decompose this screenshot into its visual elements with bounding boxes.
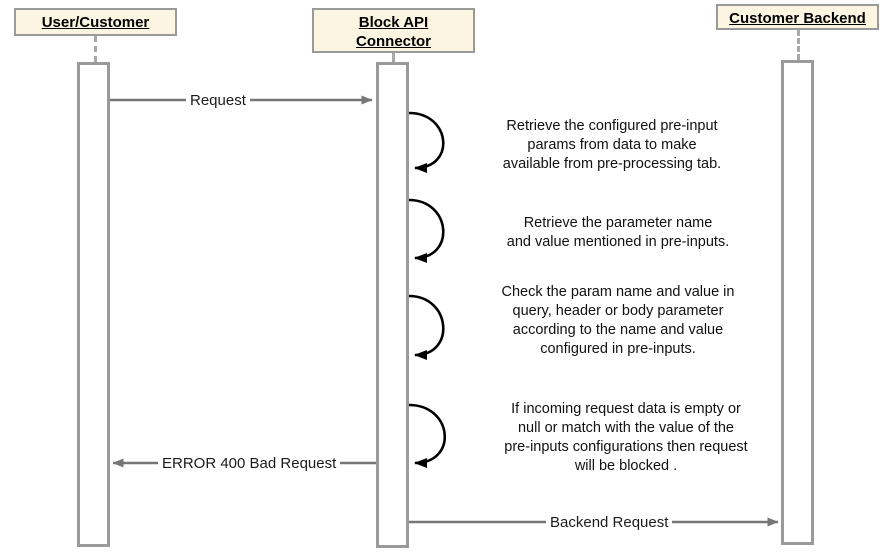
self-message-note-2-line-1: Retrieve the parameter name xyxy=(523,215,713,231)
lifeline-label-connector-line2: Connector xyxy=(356,33,431,50)
self-message-arrow-2 xyxy=(408,198,445,263)
self-message-arrow-4 xyxy=(408,403,447,468)
message-label-backend-request: Backend Request xyxy=(546,514,673,531)
lifeline-header-user[interactable]: User/Customer xyxy=(14,8,177,36)
lifeline-dash-backend xyxy=(797,30,800,60)
self-message-note-3: Check the param name and value in query,… xyxy=(468,283,768,359)
activation-bar-connector xyxy=(376,62,409,548)
self-message-note-1: Retrieve the configured pre-input params… xyxy=(466,117,758,174)
activation-bar-backend xyxy=(781,60,814,545)
lifeline-label-user: User/Customer xyxy=(41,14,150,31)
self-message-note-4-line-4: will be blocked . xyxy=(574,458,678,474)
activation-bar-user xyxy=(77,62,110,547)
self-message-note-3-line-2: query, header or body parameter xyxy=(512,303,724,319)
self-message-note-1-line-1: Retrieve the configured pre-input xyxy=(506,118,718,134)
lifeline-dash-connector xyxy=(392,53,395,62)
self-message-note-4-line-1: If incoming request data is empty or xyxy=(511,401,741,417)
self-message-arrow-3 xyxy=(408,294,445,360)
lifeline-header-connector[interactable]: Block API Connector xyxy=(312,8,475,53)
self-message-note-4-line-2: null or match with the value of the xyxy=(517,420,734,436)
message-label-request: Request xyxy=(186,92,250,109)
self-message-note-1-line-2: params from data to make xyxy=(527,137,697,153)
self-message-note-3-line-3: according to the name and value xyxy=(512,322,724,338)
self-message-note-4: If incoming request data is empty or nul… xyxy=(470,400,782,476)
lifeline-label-backend: Customer Backend xyxy=(729,10,866,27)
self-message-note-2: Retrieve the parameter name and value me… xyxy=(472,214,764,252)
lifeline-header-backend[interactable]: Customer Backend xyxy=(716,4,879,30)
self-message-note-3-line-1: Check the param name and value in xyxy=(501,284,735,300)
self-message-note-3-line-4: configured in pre-inputs. xyxy=(540,341,696,357)
self-message-note-4-line-3: pre-inputs configurations then request xyxy=(504,439,748,455)
self-message-note-1-line-3: available from pre-processing tab. xyxy=(502,156,722,172)
lifeline-dash-user xyxy=(94,36,97,62)
message-label-error400: ERROR 400 Bad Request xyxy=(158,455,341,472)
self-message-note-2-line-2: and value mentioned in pre-inputs. xyxy=(506,234,730,250)
lifeline-label-connector-line1: Block API xyxy=(358,14,429,31)
self-message-arrow-1 xyxy=(408,111,445,173)
